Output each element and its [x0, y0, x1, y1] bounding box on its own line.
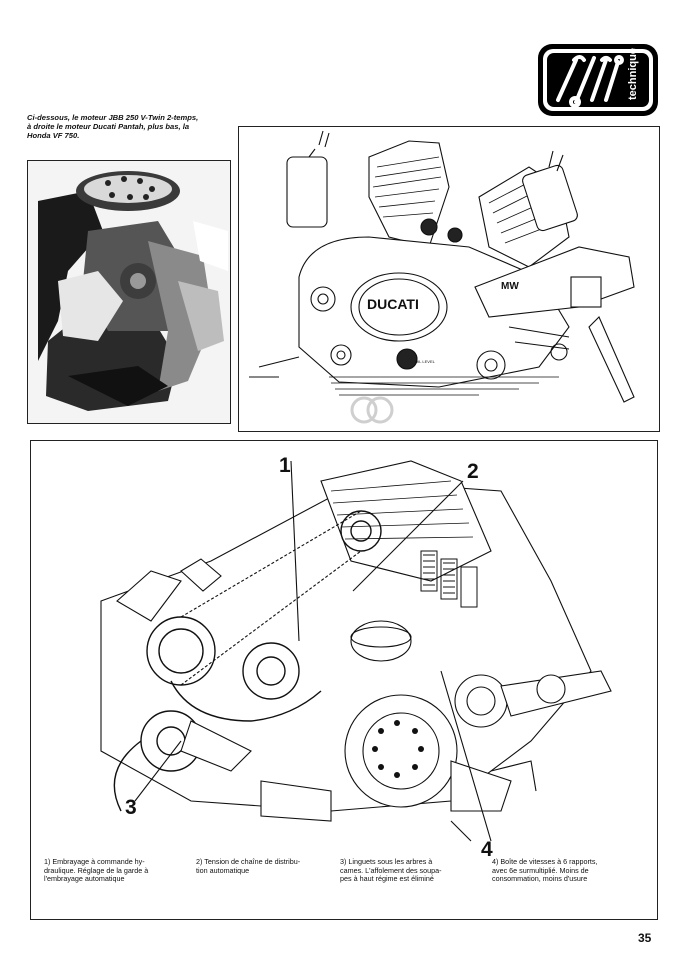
- ducati-case-logo: DUCATI: [367, 296, 419, 312]
- tools-icon: [556, 55, 624, 108]
- notes-row: 1) Embrayage à commande hy- draulique. R…: [44, 857, 644, 908]
- callout-1: 1: [279, 454, 291, 477]
- callout-2: 2: [467, 460, 479, 483]
- oil-level-label: OIL LEVEL: [415, 359, 436, 364]
- callout-4: 4: [481, 838, 493, 861]
- badge-label: technique: [627, 48, 639, 100]
- note-1: 1) Embrayage à commande hy- draulique. R…: [44, 857, 149, 884]
- note-3: 3) Linguets sous les arbres à cames. L'a…: [340, 857, 442, 884]
- ducati-cover-text: MW: [501, 281, 519, 292]
- honda-engine-cutaway: 1 2 3 4: [30, 440, 658, 920]
- note-2: 2) Tension de chaîne de distribu- tion a…: [196, 857, 301, 875]
- callout-3: 3: [125, 796, 137, 819]
- ducati-engine-drawing: DUCATI MW OIL LEVEL: [238, 126, 660, 432]
- note-4: 4) Boîte de vitesses à 6 rapports, avec …: [492, 857, 598, 884]
- jbb-engine-photo: [27, 160, 231, 424]
- top-caption: Ci-dessous, le moteur JBB 250 V-Twin 2-t…: [27, 113, 199, 140]
- page-number: 35: [638, 931, 652, 945]
- technique-badge: technique: [536, 42, 660, 118]
